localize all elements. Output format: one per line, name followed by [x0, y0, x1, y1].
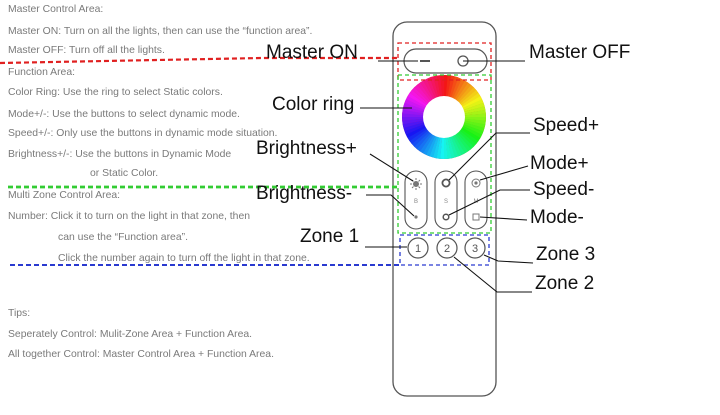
color-ring-center — [423, 96, 465, 138]
zone-area-heading: Multi Zone Control Area: — [8, 190, 121, 201]
number-description-continued: can use the “Function area”. — [58, 232, 188, 243]
zone-3-button[interactable]: 3 — [464, 237, 486, 259]
mode-icon — [471, 178, 481, 188]
callout-speed-minus: Speed- — [533, 179, 595, 200]
speed-plus-button[interactable] — [441, 178, 451, 188]
mode-pill — [464, 170, 488, 230]
speed-pill — [434, 170, 458, 230]
brightness-minus-button[interactable] — [414, 215, 418, 219]
master-on-description: Master ON: Turn on all the lights, then … — [8, 26, 313, 37]
sun-icon — [413, 181, 419, 187]
brightness-plus-button[interactable] — [410, 178, 422, 190]
leader-speed-minus — [448, 189, 530, 216]
leader-brightness-minus — [366, 194, 415, 217]
callout-brightness-plus: Brightness+ — [256, 138, 357, 159]
zone-3-label: 3 — [472, 243, 478, 255]
brightness-pill — [404, 170, 428, 230]
callout-mode-plus: Mode+ — [530, 153, 589, 174]
tips-heading: Tips: — [8, 308, 31, 319]
callout-color-ring: Color ring — [272, 94, 355, 115]
number-description: Number: Click it to turn on the light in… — [8, 211, 250, 222]
master-area-heading: Master Control Area: — [8, 4, 104, 15]
mode-minus-button[interactable] — [472, 213, 480, 221]
brightness-description: Brightness+/-: Use the buttons in Dynami… — [8, 149, 232, 160]
callout-zone-3: Zone 3 — [536, 244, 596, 265]
callout-zone-1: Zone 1 — [300, 226, 360, 247]
zone-area-box — [399, 234, 490, 266]
leader-speed-plus — [448, 132, 530, 181]
callout-speed-plus: Speed+ — [533, 115, 600, 136]
function-area-heading: Function Area: — [8, 67, 76, 78]
callout-mode-minus: Mode- — [530, 207, 584, 228]
callout-brightness-minus: Brightness- — [256, 183, 353, 204]
tip-separate-control: Seperately Control: Mulit-Zone Area + Fu… — [8, 329, 253, 340]
number-description-continued-2: Click the number again to turn off the l… — [58, 253, 310, 264]
zone-1-button[interactable]: 1 — [407, 237, 429, 259]
speed-letter: S — [444, 199, 448, 205]
speed-minus-button[interactable] — [442, 213, 450, 221]
leader-zone-2 — [453, 256, 532, 293]
zone-2-label: 2 — [444, 243, 450, 255]
brightness-letter: B — [414, 199, 418, 205]
leader-mode-minus — [479, 216, 528, 221]
callout-master-off: Master OFF — [529, 42, 631, 63]
mode-description: Mode+/-: Use the buttons to select dynam… — [8, 109, 240, 120]
mode-plus-button[interactable] — [471, 178, 481, 188]
color-ring-description: Color Ring: Use the ring to select Stati… — [8, 87, 223, 98]
master-area-connector — [0, 56, 398, 65]
leader-brightness-plus — [369, 153, 414, 182]
tip-together-control: All together Control: Master Control Are… — [8, 349, 274, 360]
leader-mode-plus — [479, 165, 529, 181]
leader-zone-3 — [483, 254, 534, 264]
master-off-description: Master OFF: Turn off all the lights. — [8, 45, 165, 56]
speed-description: Speed+/-: Only use the buttons in dynami… — [8, 128, 278, 139]
brightness-description-continued: or Static Color. — [90, 168, 159, 179]
callout-zone-2: Zone 2 — [535, 273, 595, 294]
callout-master-on: Master ON — [266, 42, 358, 63]
zone-2-button[interactable]: 2 — [436, 237, 458, 259]
function-area-box — [397, 74, 492, 234]
zone-1-label: 1 — [415, 243, 421, 255]
